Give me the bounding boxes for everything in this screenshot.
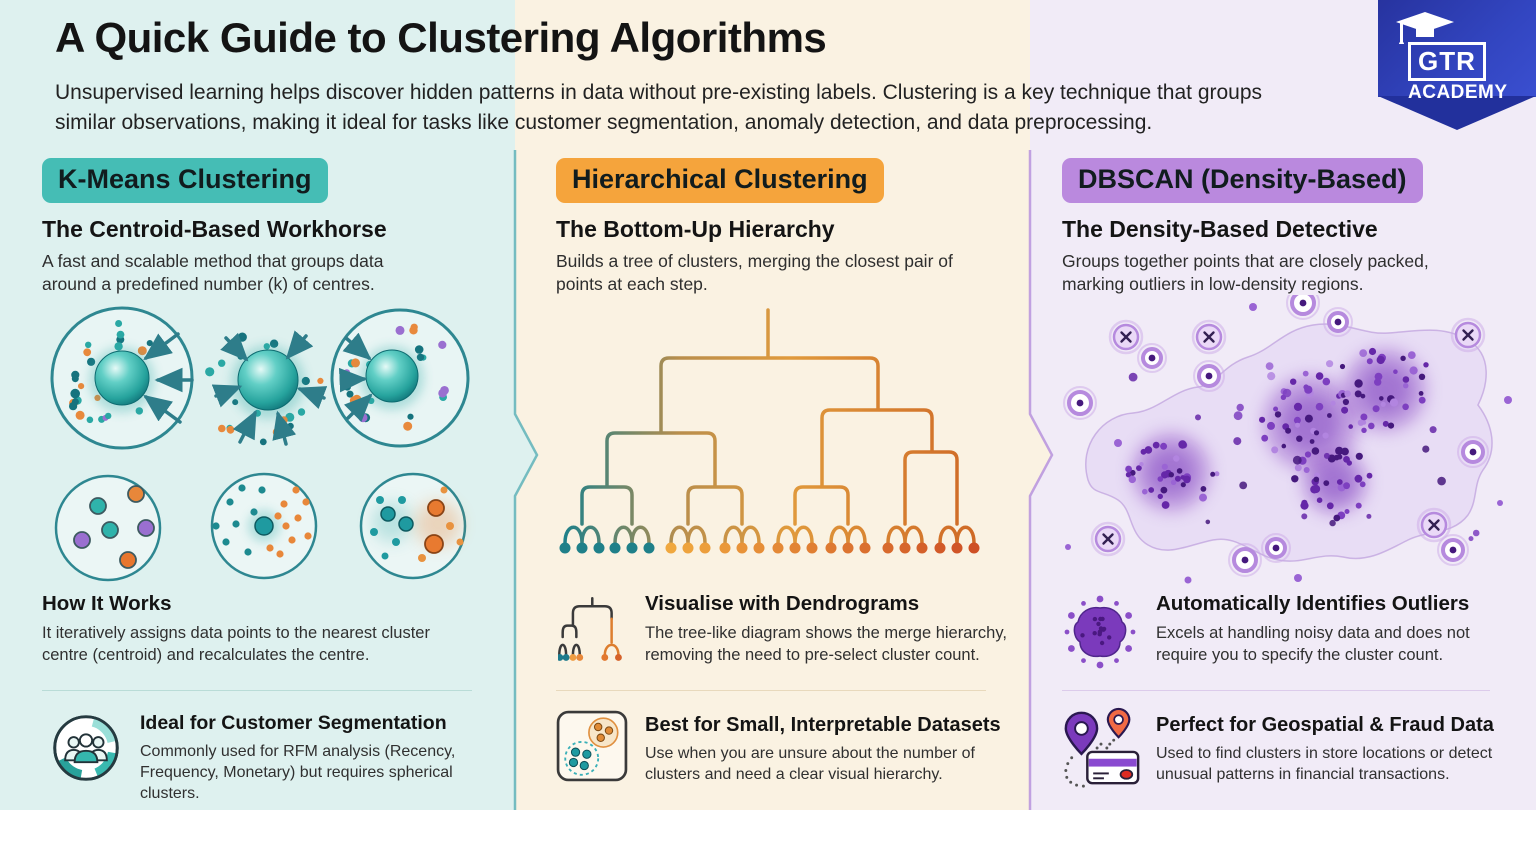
dbscan-badge: DBSCAN (Density-Based)	[1062, 158, 1423, 203]
logo-badge: GTR ACADEMY	[1378, 0, 1536, 130]
customer-segmentation-icon	[53, 715, 119, 781]
dbscan-divider	[1062, 690, 1490, 691]
kmeans-mid-heading: How It Works	[42, 592, 172, 615]
header: A Quick Guide to Clustering Algorithms U…	[55, 14, 1262, 138]
hierarchical-mid-text: The tree-like diagram shows the merge hi…	[645, 624, 1007, 664]
dbscan-description: Groups together points that are closely …	[1062, 251, 1429, 294]
hierarchical-bottom-card: Best for Small, Interpretable Datasets U…	[645, 714, 1030, 785]
hierarchical-description: Builds a tree of clusters, merging the c…	[556, 251, 953, 294]
intro-text: Unsupervised learning helps discover hid…	[55, 78, 1262, 138]
outlier-blob-icon	[1064, 595, 1136, 669]
dendrogram-illustration	[559, 308, 980, 554]
logo-text-academy: ACADEMY	[1408, 82, 1508, 103]
kmeans-bottom-text: Commonly used for RFM analysis (Recency,…	[140, 743, 456, 802]
kmeans-how-it-works: How It Works It iteratively assigns data…	[42, 592, 482, 666]
intro-line-1: Unsupervised learning helps discover hid…	[55, 81, 1263, 104]
kmeans-mid-text: It iteratively assigns data points to th…	[42, 624, 430, 664]
logo-text-gtr: GTR	[1408, 42, 1486, 81]
dbscan-mid-text: Excels at handling noisy data and does n…	[1156, 624, 1470, 664]
credit-card-glyph	[1086, 750, 1140, 785]
dbscan-mid-card: Automatically Identifies Outliers Excels…	[1156, 592, 1516, 666]
hierarchical-mid-card: Visualise with Dendrograms The tree-like…	[645, 592, 1025, 666]
map-pins-card-icon	[1064, 707, 1140, 788]
kmeans-divider	[42, 690, 472, 691]
hierarchical-bottom-text: Use when you are unsure about the number…	[645, 745, 975, 783]
dbscan-subtitle: The Density-Based Detective	[1062, 216, 1378, 242]
dbscan-bottom-text: Used to find clusters in store locations…	[1156, 745, 1493, 783]
people-group-glyph	[64, 733, 108, 764]
kmeans-bottom-heading: Ideal for Customer Segmentation	[140, 712, 447, 734]
hierarchical-panel-background	[515, 0, 1030, 810]
dbscan-bottom-card: Perfect for Geospatial & Fraud Data Used…	[1156, 714, 1536, 785]
dbscan-bottom-heading: Perfect for Geospatial & Fraud Data	[1156, 714, 1494, 736]
page-title: A Quick Guide to Clustering Algorithms	[55, 14, 827, 61]
inward-arrows	[143, 330, 373, 446]
hierarchical-bottom-heading: Best for Small, Interpretable Datasets	[645, 714, 1001, 736]
kmeans-subtitle: The Centroid-Based Workhorse	[42, 216, 387, 242]
hierarchical-mid-heading: Visualise with Dendrograms	[645, 592, 920, 615]
dbscan-illustration	[1063, 295, 1512, 584]
hierarchical-subtitle: The Bottom-Up Hierarchy	[556, 216, 835, 242]
kmeans-description: A fast and scalable method that groups d…	[42, 251, 384, 294]
graduation-cap-icon	[1396, 12, 1454, 44]
hierarchical-badge: Hierarchical Clustering	[556, 158, 884, 203]
kmeans-illustration	[50, 306, 470, 582]
dataset-box-icon	[556, 710, 628, 782]
hierarchical-divider	[556, 690, 986, 691]
kmeans-bottom-card: Ideal for Customer Segmentation Commonly…	[140, 712, 485, 804]
intro-line-2: similar observations, making it ideal fo…	[55, 111, 1153, 134]
kmeans-badge: K-Means Clustering	[42, 158, 328, 203]
mini-dendrogram-icon	[558, 597, 622, 661]
dbscan-mid-heading: Automatically Identifies Outliers	[1156, 592, 1470, 615]
outlier-markers	[1063, 295, 1489, 577]
